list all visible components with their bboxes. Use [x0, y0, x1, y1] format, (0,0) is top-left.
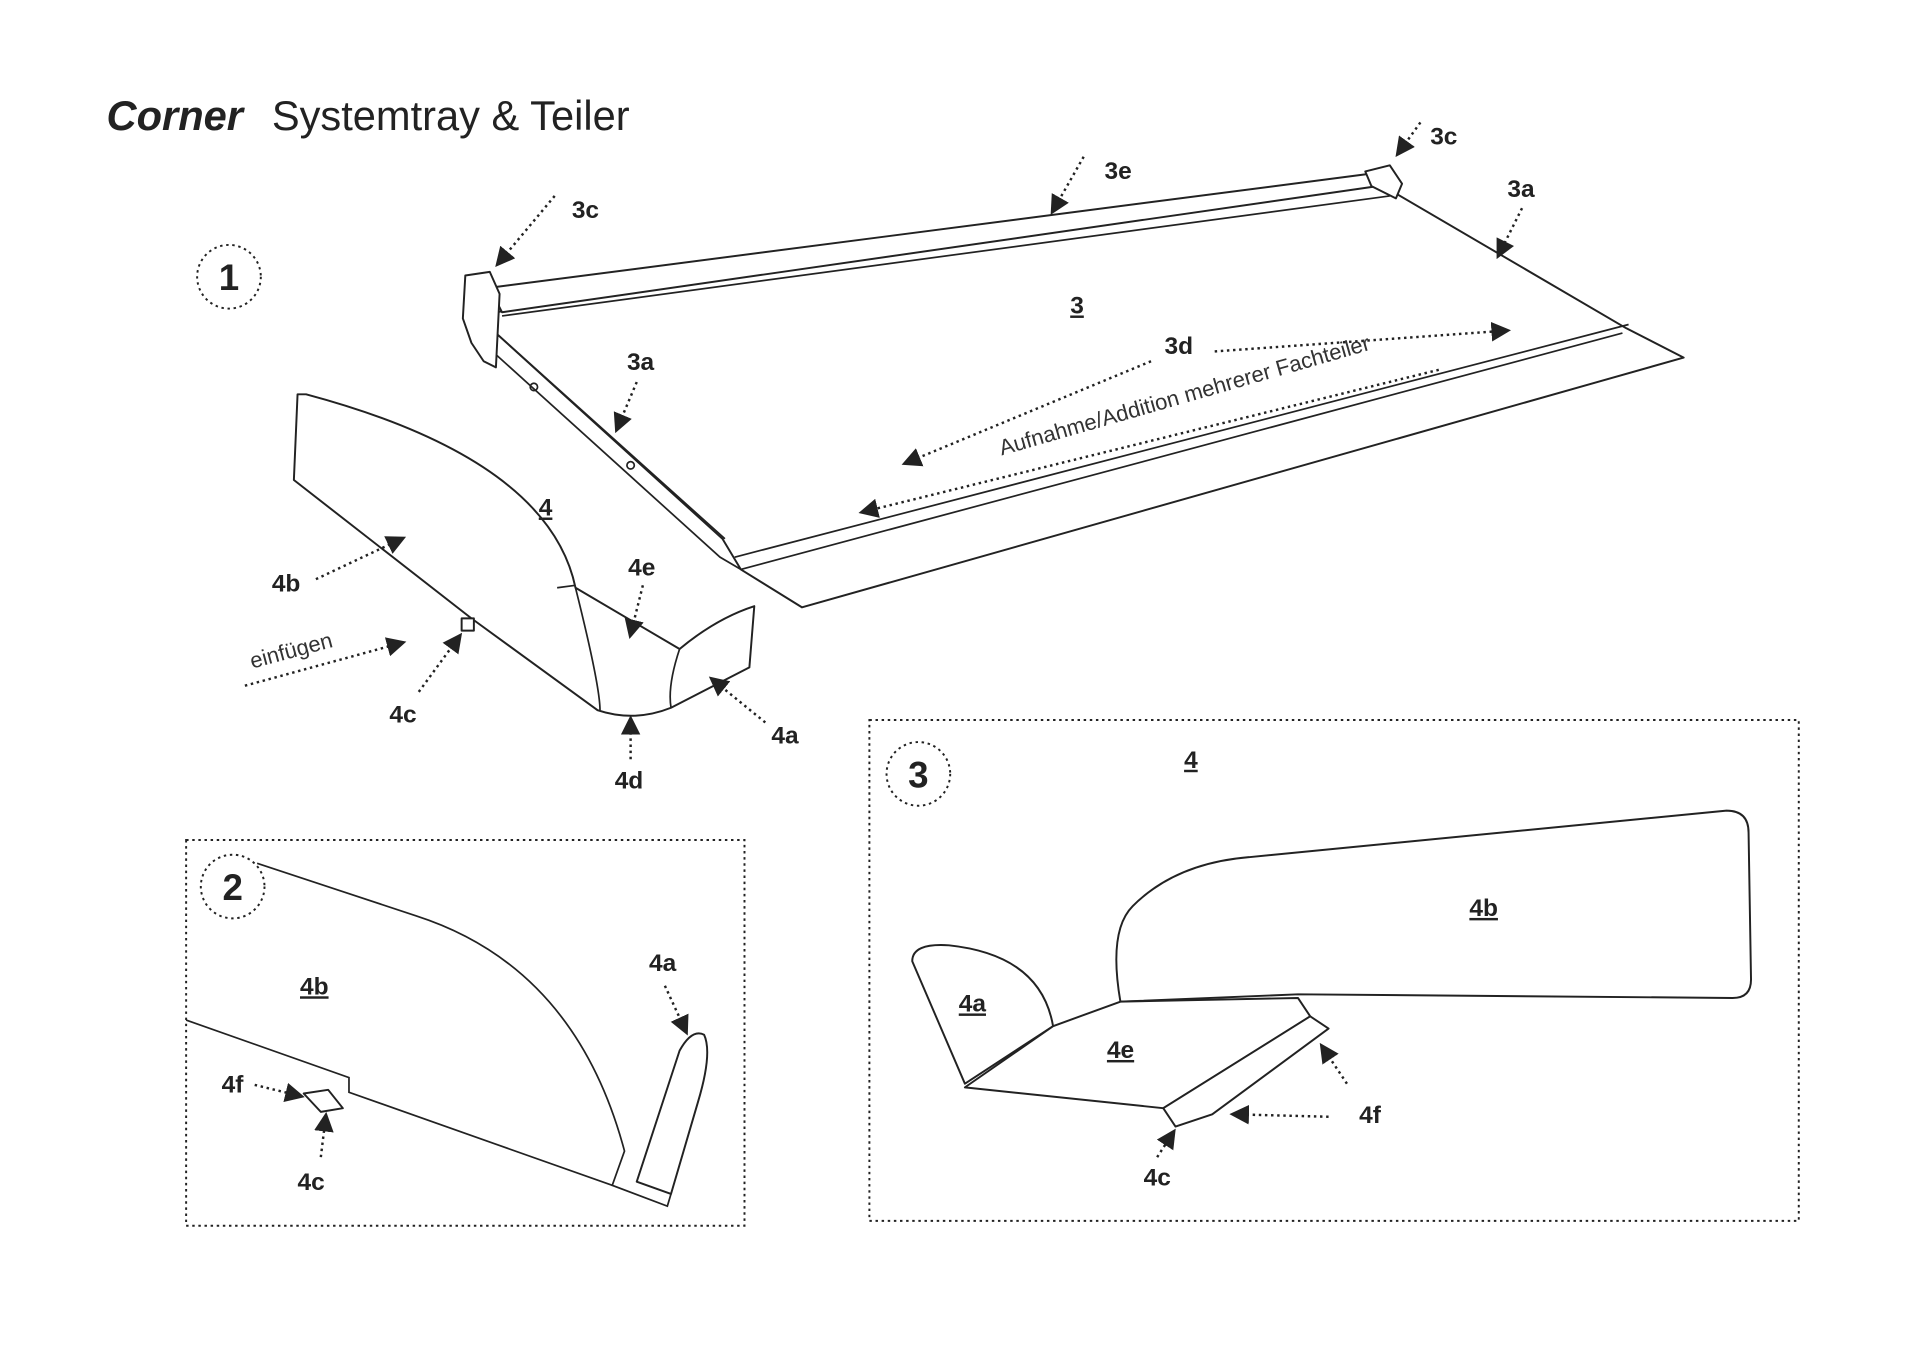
svg-text:1: 1 — [219, 257, 239, 298]
label-3a-left: 3a — [627, 349, 655, 376]
system-tray — [461, 164, 1685, 609]
label-3c-left: 3c — [572, 197, 599, 224]
label-3-4f: 4f — [1359, 1102, 1382, 1129]
label-4: 4 — [539, 495, 553, 522]
label-4e: 4e — [628, 555, 655, 582]
label-2-4f: 4f — [222, 1071, 245, 1098]
step-1-marker: 1 — [196, 243, 262, 310]
detail-box-3: 3 — [868, 719, 1800, 1222]
brand-title: Corner — [107, 92, 246, 139]
label-3-4: 4 — [1184, 747, 1198, 774]
label-3e: 3e — [1104, 158, 1131, 185]
svg-text:3: 3 — [908, 754, 928, 795]
label-3d: 3d — [1164, 333, 1193, 360]
label-4c: 4c — [389, 701, 416, 728]
label-3: 3 — [1070, 292, 1084, 319]
label-2-4c: 4c — [298, 1169, 325, 1196]
label-3-4c: 4c — [1144, 1164, 1171, 1191]
label-2-4a: 4a — [649, 950, 677, 977]
label-4b: 4b — [272, 570, 301, 597]
label-3c-right: 3c — [1430, 124, 1457, 151]
detail-box-2: 2 — [185, 839, 746, 1227]
label-3a-right: 3a — [1507, 176, 1535, 203]
label-3-4e: 4e — [1107, 1037, 1134, 1064]
label-3-4b: 4b — [1469, 895, 1498, 922]
svg-text:2: 2 — [222, 867, 242, 908]
page-subtitle: Systemtray & Teiler — [272, 92, 630, 139]
insert-note: einfügen — [247, 627, 335, 673]
label-3-4a: 4a — [959, 990, 987, 1017]
label-4a: 4a — [771, 722, 799, 749]
label-4d: 4d — [615, 768, 644, 795]
label-2-4b: 4b — [300, 973, 329, 1000]
section-1-arrows — [244, 121, 1524, 760]
